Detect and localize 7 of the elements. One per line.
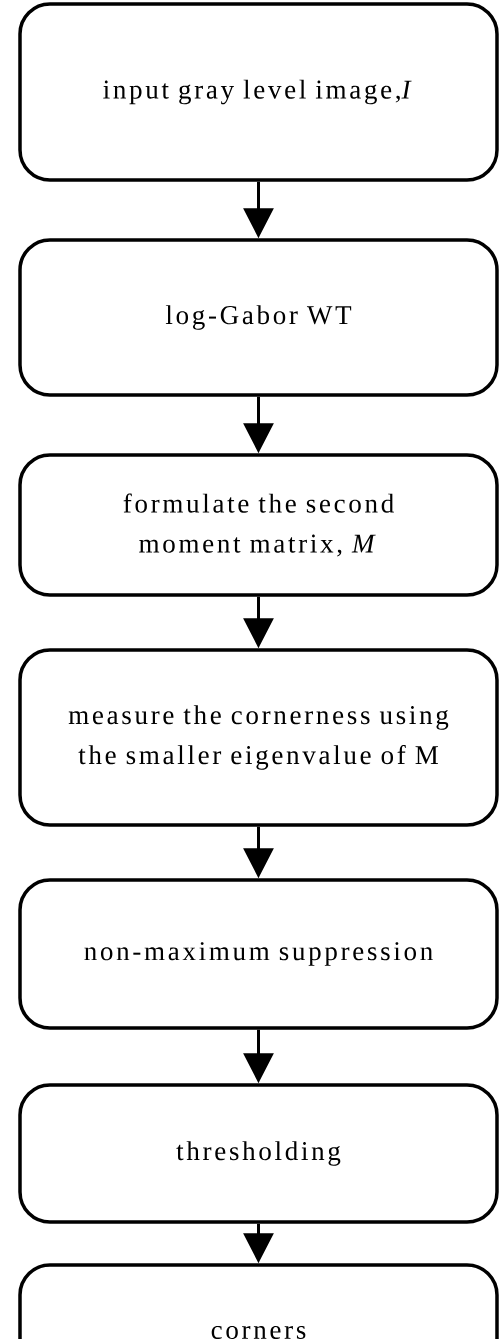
process-box: corners xyxy=(18,1263,499,1339)
process-box: input gray level image,I xyxy=(18,2,499,182)
process-box: non-maximum suppression xyxy=(18,878,499,1030)
process-box: log-Gabor WT xyxy=(18,238,499,397)
process-box: thresholding xyxy=(18,1083,499,1224)
process-box: formulate the second moment matrix, M xyxy=(18,453,499,597)
process-box: measure the cornerness using the smaller eigenvalue of M xyxy=(18,648,499,827)
